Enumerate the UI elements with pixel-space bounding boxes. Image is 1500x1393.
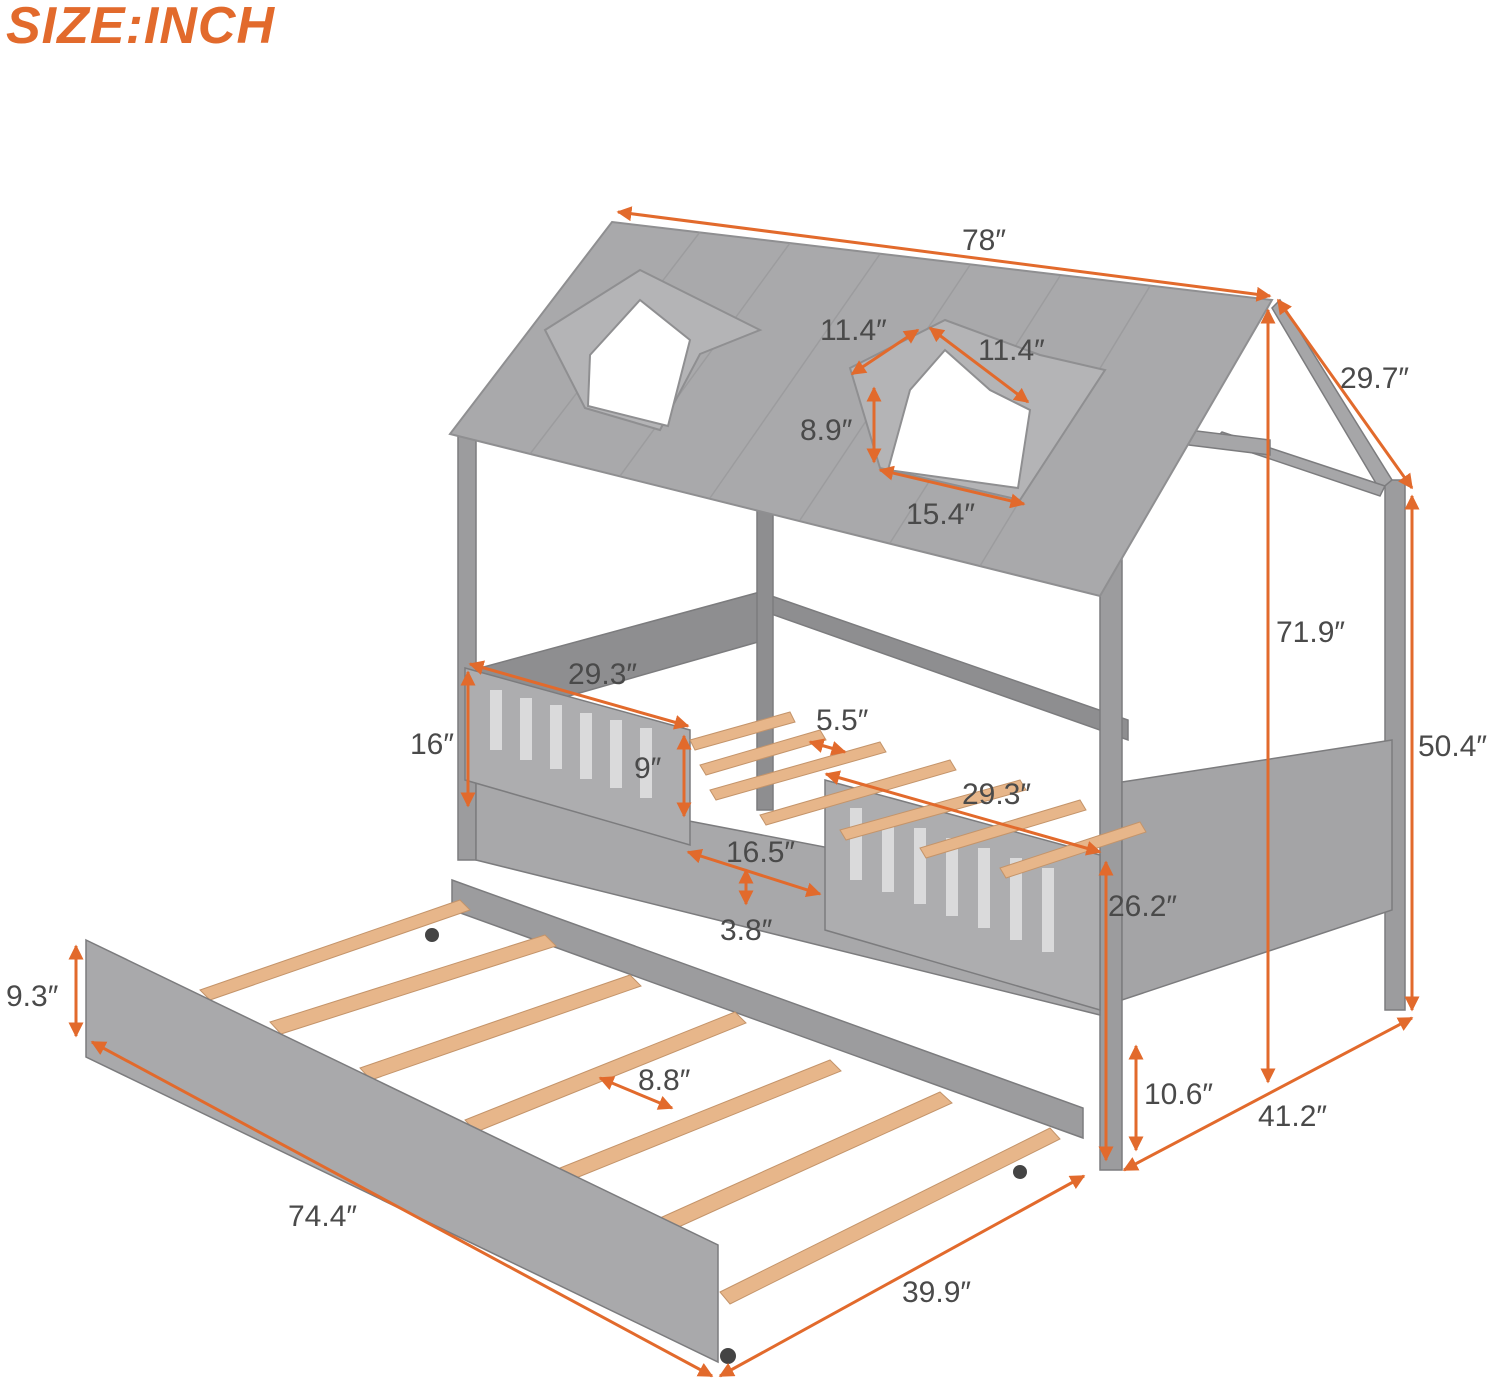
roof-panel — [448, 220, 1274, 598]
arrow-dormer-right — [928, 326, 1030, 404]
arrow-trundle-width — [718, 1174, 1086, 1378]
label-slat-gap: 5.5″ — [816, 704, 869, 737]
label-trundle-length: 74.4″ — [288, 1200, 357, 1233]
rear-left-post — [756, 504, 774, 811]
label-side-rail-width: 29.3″ — [962, 778, 1031, 811]
label-roof-slope: 29.7″ — [1340, 362, 1409, 395]
arrow-head-rail-width — [468, 660, 690, 730]
label-opening-drop: 3.8″ — [720, 914, 773, 947]
arrow-roof-length — [616, 206, 1272, 302]
label-side-height: 26.2″ — [1108, 890, 1177, 923]
roof — [448, 220, 1274, 598]
caster-wheel — [720, 1348, 736, 1364]
label-roof-length: 78″ — [962, 224, 1006, 257]
trundle-back-rail — [451, 878, 1084, 1140]
label-window-width: 15.4″ — [906, 498, 975, 531]
label-dormer-side-left: 11.4″ — [820, 314, 887, 347]
size-unit-heading: SIZE:INCH — [6, 0, 275, 55]
arrow-trundle-length — [90, 1040, 714, 1378]
arrow-opening-width — [686, 848, 822, 898]
left-window-opening — [586, 298, 692, 428]
dimension-labels: 78″ 29.7″ 11.4″ 11.4″ 8.9″ 15.4″ 71.9″ 5… — [6, 224, 1487, 1309]
label-total-height: 71.9″ — [1276, 616, 1345, 649]
footboard-panel — [1121, 739, 1393, 1002]
label-bed-width: 41.2″ — [1258, 1100, 1327, 1133]
arrow-roof-slope — [1276, 298, 1414, 490]
label-trundle-width: 39.9″ — [902, 1276, 971, 1309]
arrow-slat-gap — [808, 738, 847, 756]
label-trundle-height: 9.3″ — [6, 980, 59, 1013]
label-post-height: 50.4″ — [1418, 730, 1487, 763]
arrow-dormer-left — [850, 328, 920, 376]
label-window-height: 8.9″ — [800, 414, 853, 447]
arrow-window-width — [878, 465, 1026, 509]
front-right-post — [1099, 529, 1123, 1171]
dimension-arrows — [68, 206, 1420, 1378]
label-dormer-side-right: 11.4″ — [978, 334, 1045, 367]
label-head-rail-width: 29.3″ — [568, 658, 637, 691]
caster-wheel — [1013, 1165, 1027, 1179]
arrow-bed-width — [1122, 1016, 1414, 1172]
label-head-rail-height: 16″ — [410, 728, 454, 761]
caster-wheel — [425, 928, 439, 942]
label-clearance: 10.6″ — [1144, 1078, 1213, 1111]
arrow-side-rail-width — [824, 770, 1102, 856]
label-opening-width: 16.5″ — [726, 836, 795, 869]
label-trundle-slat-gap: 8.8″ — [638, 1064, 691, 1097]
label-guard-height: 9″ — [634, 752, 662, 785]
